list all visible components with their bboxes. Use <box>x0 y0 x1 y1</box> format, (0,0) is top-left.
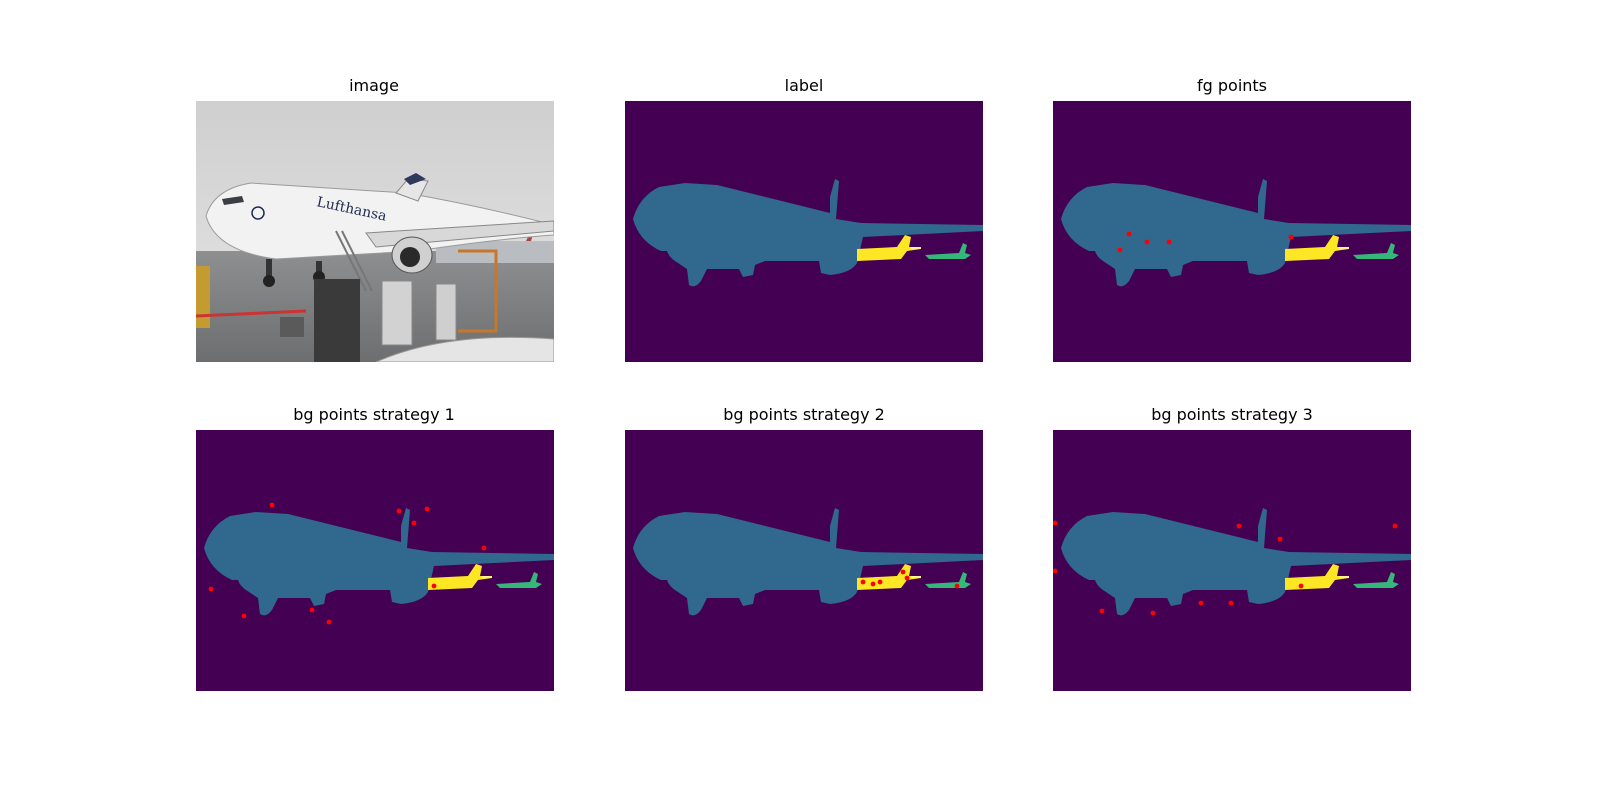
bg-point-strategy-2 <box>954 583 960 589</box>
small-airplane-region <box>1353 243 1399 259</box>
small-airplane-region <box>496 572 542 588</box>
bg-point-strategy-1 <box>241 613 247 619</box>
bg-point-strategy-2 <box>904 575 910 581</box>
bg-point-strategy-1 <box>481 545 487 551</box>
fg-points-panel <box>1053 101 1411 362</box>
bg-point-strategy-3 <box>1298 583 1304 589</box>
fg-point <box>1144 239 1150 245</box>
bg-point-strategy-3 <box>1228 600 1234 606</box>
panel-title-bg-strategy-2: bg points strategy 2 <box>723 405 885 424</box>
panel-title-image: image <box>349 76 399 95</box>
bg-point-strategy-1 <box>396 508 402 514</box>
small-airplane-region <box>925 243 971 259</box>
bg-strategy-2-panel <box>625 430 983 691</box>
photo-panel: Lufthansa <box>196 101 554 362</box>
panel-title-fg-points: fg points <box>1196 76 1268 95</box>
large-airplane-region <box>204 508 554 616</box>
bg-point-strategy-1 <box>269 502 275 508</box>
fg-point <box>1126 231 1132 237</box>
large-airplane-region <box>1061 508 1411 616</box>
mid-airplane-region <box>857 235 921 261</box>
bg-point-strategy-2 <box>860 579 866 585</box>
panel-title-bg-strategy-3: bg points strategy 3 <box>1151 405 1313 424</box>
bg-point-strategy-1 <box>411 520 417 526</box>
bg-point-strategy-3 <box>1053 568 1058 574</box>
bg-point-strategy-3 <box>1277 536 1283 542</box>
bg-point-strategy-3 <box>1053 520 1058 526</box>
small-airplane-region <box>925 572 971 588</box>
label-panel <box>625 101 983 362</box>
label-mask <box>625 101 983 362</box>
bg-point-strategy-3 <box>1236 523 1242 529</box>
bg-strategy-1-mask <box>196 430 554 691</box>
bg-strategy-3-panel <box>1053 430 1411 691</box>
large-airplane-region <box>1061 179 1411 287</box>
bg-strategy-2-mask <box>625 430 983 691</box>
bg-point-strategy-2 <box>870 581 876 587</box>
bg-point-strategy-3 <box>1099 608 1105 614</box>
fg-point <box>1166 239 1172 245</box>
fg-point <box>1117 247 1123 253</box>
bg-point-strategy-3 <box>1150 610 1156 616</box>
fg-point <box>1288 234 1294 240</box>
large-airplane-region <box>633 179 983 287</box>
bg-point-strategy-1 <box>309 607 315 613</box>
bg-point-strategy-3 <box>1198 600 1204 606</box>
bg-point-strategy-2 <box>900 569 906 575</box>
bg-point-strategy-1 <box>431 583 437 589</box>
bg-point-strategy-1 <box>208 586 214 592</box>
mid-airplane-region <box>1285 235 1349 261</box>
bg-point-strategy-1 <box>424 506 430 512</box>
large-airplane-region <box>633 508 983 616</box>
bg-strategy-1-panel <box>196 430 554 691</box>
airport-photo: Lufthansa <box>196 101 554 362</box>
panel-title-bg-strategy-1: bg points strategy 1 <box>293 405 455 424</box>
fg-points-mask <box>1053 101 1411 362</box>
bg-point-strategy-2 <box>877 579 883 585</box>
bg-point-strategy-1 <box>326 619 332 625</box>
bg-point-strategy-3 <box>1392 523 1398 529</box>
bg-strategy-3-mask <box>1053 430 1411 691</box>
mid-airplane-region <box>428 564 492 590</box>
panel-title-label: label <box>784 76 824 95</box>
mid-airplane-region <box>1285 564 1349 590</box>
small-airplane-region <box>1353 572 1399 588</box>
